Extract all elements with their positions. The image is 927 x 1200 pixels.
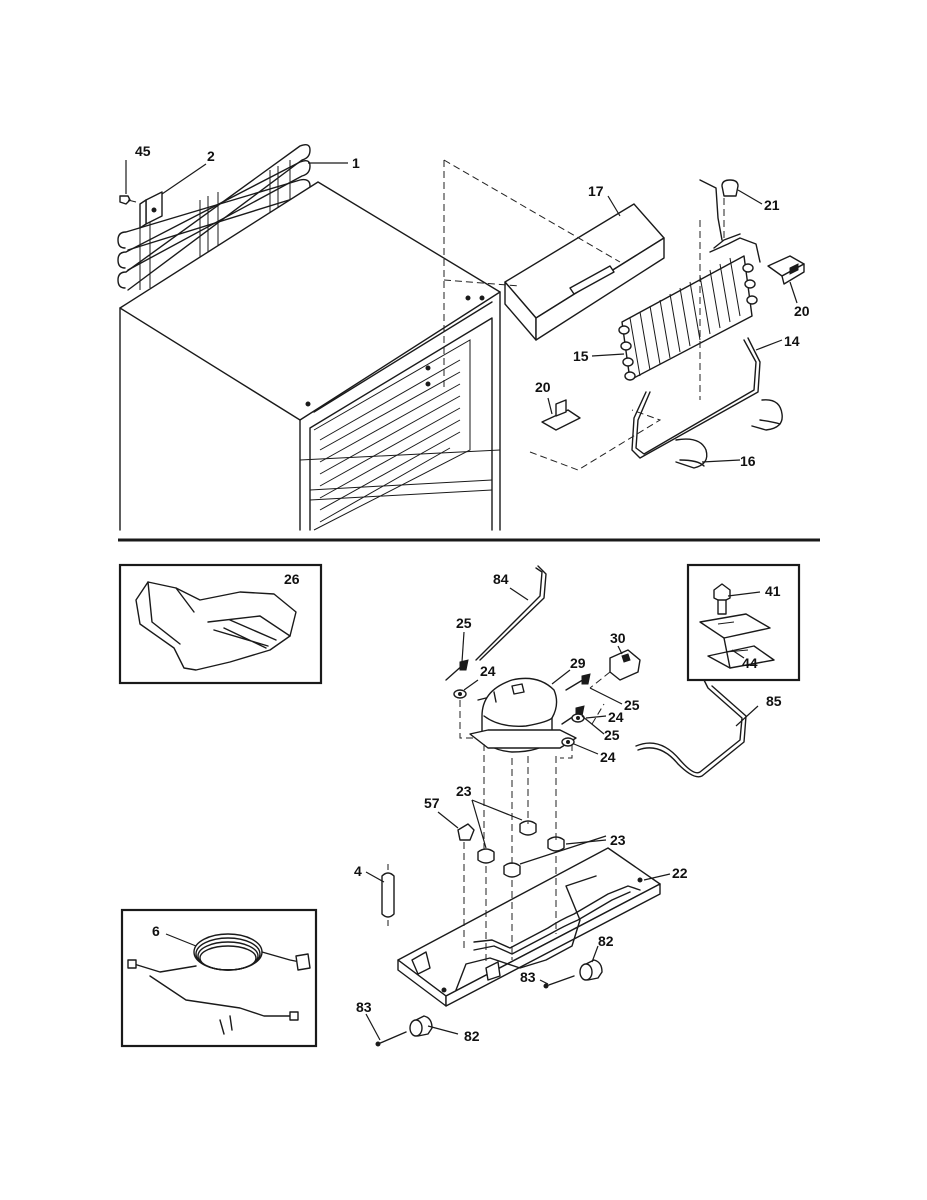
- leveling-feet: [409, 959, 603, 1037]
- callout-25-c: 25: [604, 727, 620, 743]
- callout-45: 45: [135, 143, 151, 159]
- callout-16: 16: [740, 453, 756, 469]
- callout-2: 2: [207, 148, 215, 164]
- compressor: [469, 677, 577, 753]
- callout-24-c: 24: [600, 749, 616, 765]
- callout-22: 22: [672, 865, 688, 881]
- inset-power-cord: [120, 908, 318, 1048]
- callout-23-b: 23: [610, 832, 626, 848]
- leader-lines-top: [125, 160, 798, 463]
- callout-4: 4: [354, 863, 362, 879]
- callout-14: 14: [784, 333, 800, 349]
- callout-41: 41: [765, 583, 781, 599]
- leader-lines-bottom: [165, 587, 761, 1041]
- callout-24-b: 24: [608, 709, 624, 725]
- defrost-heater: [631, 337, 761, 459]
- callout-1: 1: [352, 155, 360, 171]
- callout-17: 17: [588, 183, 604, 199]
- callout-82-b: 82: [464, 1028, 480, 1044]
- clip-right: [767, 255, 805, 285]
- callout-83-b: 83: [356, 999, 372, 1015]
- callout-21: 21: [764, 197, 780, 213]
- inset-drain-pan: [118, 563, 323, 685]
- callout-25-b: 25: [624, 697, 640, 713]
- clip-left: [541, 399, 581, 431]
- callout-44: 44: [742, 655, 758, 671]
- relay: [609, 649, 641, 681]
- grommets: [477, 820, 565, 878]
- base-plate: [397, 847, 661, 1007]
- clip-57: [457, 823, 475, 841]
- evaporator-cover: [504, 203, 665, 341]
- callout-labels: 45 2 1 17 21 20 15 14 20 16 26 84 41 25 …: [135, 143, 810, 1044]
- tube-85: [635, 679, 747, 778]
- tube-84: [475, 565, 547, 661]
- screw: [119, 195, 137, 205]
- assembly-lines-top: [443, 159, 725, 471]
- washers: [453, 689, 585, 747]
- bracket: [139, 191, 163, 229]
- callout-23: 23: [456, 783, 472, 799]
- callout-6: 6: [152, 923, 160, 939]
- callout-29: 29: [570, 655, 586, 671]
- heater-clips: [675, 399, 783, 469]
- callout-83: 83: [520, 969, 536, 985]
- callout-25: 25: [456, 615, 472, 631]
- callout-20: 20: [794, 303, 810, 319]
- cap: [721, 179, 739, 197]
- callout-84: 84: [493, 571, 509, 587]
- callout-26: 26: [284, 571, 300, 587]
- screws-83: [375, 975, 575, 1047]
- callout-57: 57: [424, 795, 440, 811]
- evaporator: [618, 179, 761, 381]
- refrigerator-cabinet: [119, 181, 501, 531]
- drier: [381, 864, 395, 926]
- callout-24: 24: [480, 663, 496, 679]
- callout-15: 15: [573, 348, 589, 364]
- callout-30: 30: [610, 630, 626, 646]
- callout-20-left: 20: [535, 379, 551, 395]
- callout-82: 82: [598, 933, 614, 949]
- assembly-lines-bottom: [459, 671, 611, 964]
- callout-85: 85: [766, 693, 782, 709]
- inset-mounting-bracket: [686, 563, 801, 682]
